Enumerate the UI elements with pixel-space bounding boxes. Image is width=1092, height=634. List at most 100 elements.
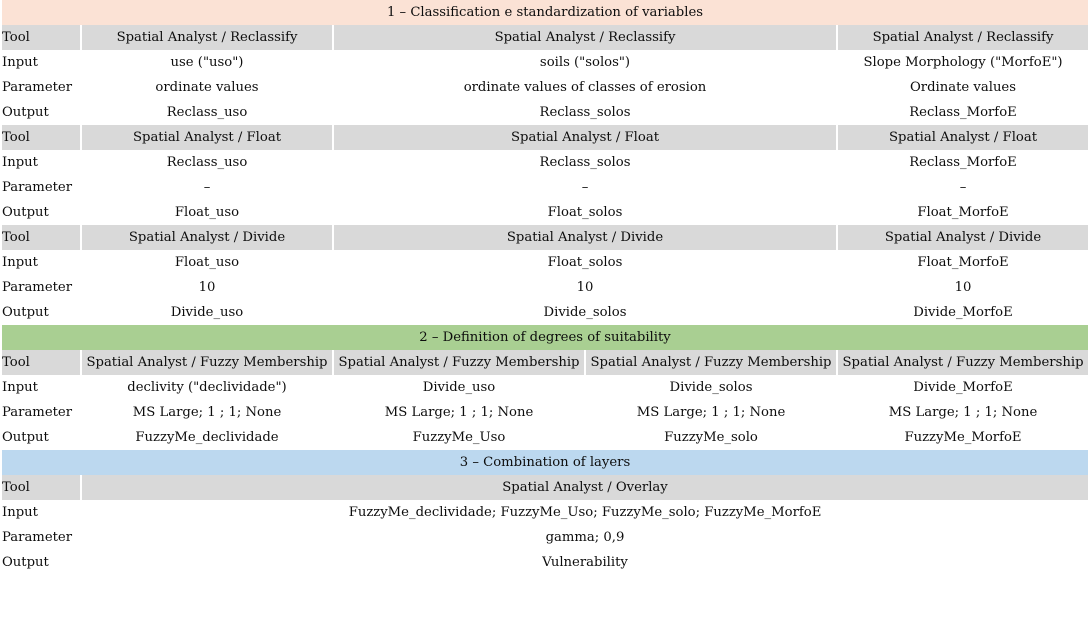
tool-value-3: Spatial Analyst / Reclassify <box>838 25 1089 50</box>
output-value-1: Vulnerability <box>82 550 1089 575</box>
row-label-tool: Tool <box>2 125 80 150</box>
parameter-value-1: MS Large; 1 ; 1; None <box>82 400 332 425</box>
output-value-3: Reclass_MorfoE <box>838 100 1089 125</box>
tool-row: Tool Spatial Analyst / Overlay <box>2 475 1089 500</box>
parameter-value-1: – <box>82 175 332 200</box>
output-value-2: FuzzyMe_Uso <box>334 425 584 450</box>
row-label-tool: Tool <box>2 225 80 250</box>
parameter-value-3: – <box>838 175 1089 200</box>
output-value-2: Divide_solos <box>334 300 836 325</box>
tool-row: Tool Spatial Analyst / Float Spatial Ana… <box>2 125 1089 150</box>
parameter-value-1: gamma; 0,9 <box>82 525 1089 550</box>
parameter-value-2: MS Large; 1 ; 1; None <box>334 400 584 425</box>
parameter-row: Parameter gamma; 0,9 <box>2 525 1089 550</box>
methodology-table: 1 – Classification e standardization of … <box>2 0 1089 575</box>
input-value-2: soils ("solos") <box>334 50 836 75</box>
output-value-1: Reclass_uso <box>82 100 332 125</box>
input-value-3: Reclass_MorfoE <box>838 150 1089 175</box>
parameter-value-4: MS Large; 1 ; 1; None <box>838 400 1089 425</box>
tool-value-3: Spatial Analyst / Float <box>838 125 1089 150</box>
section-banner-row: 2 – Definition of degrees of suitability <box>2 325 1089 350</box>
output-row: Output Divide_uso Divide_solos Divide_Mo… <box>2 300 1089 325</box>
input-row: Input use ("uso") soils ("solos") Slope … <box>2 50 1089 75</box>
row-label-parameter: Parameter <box>2 525 80 550</box>
row-label-input: Input <box>2 375 80 400</box>
tool-row: Tool Spatial Analyst / Reclassify Spatia… <box>2 25 1089 50</box>
output-value-3: Divide_MorfoE <box>838 300 1089 325</box>
input-value-2: Divide_uso <box>334 375 584 400</box>
parameter-row: Parameter ordinate values ordinate value… <box>2 75 1089 100</box>
parameter-row: Parameter MS Large; 1 ; 1; None MS Large… <box>2 400 1089 425</box>
parameter-value-3: Ordinate values <box>838 75 1089 100</box>
input-value-1: Float_uso <box>82 250 332 275</box>
input-value-3: Float_MorfoE <box>838 250 1089 275</box>
tool-value-1: Spatial Analyst / Divide <box>82 225 332 250</box>
row-label-output: Output <box>2 300 80 325</box>
output-value-1: Float_uso <box>82 200 332 225</box>
tool-value-2: Spatial Analyst / Float <box>334 125 836 150</box>
parameter-value-3: MS Large; 1 ; 1; None <box>586 400 836 425</box>
parameter-value-3: 10 <box>838 275 1089 300</box>
row-label-input: Input <box>2 250 80 275</box>
tool-value-1: Spatial Analyst / Reclassify <box>82 25 332 50</box>
input-value-2: Float_solos <box>334 250 836 275</box>
row-label-output: Output <box>2 550 80 575</box>
row-label-parameter: Parameter <box>2 400 80 425</box>
output-value-2: Float_solos <box>334 200 836 225</box>
input-value-3: Divide_solos <box>586 375 836 400</box>
parameter-value-2: 10 <box>334 275 836 300</box>
output-value-2: Reclass_solos <box>334 100 836 125</box>
table-body: 1 – Classification e standardization of … <box>2 0 1089 575</box>
tool-value-1: Spatial Analyst / Overlay <box>82 475 1089 500</box>
section-1-banner: 1 – Classification e standardization of … <box>2 0 1089 25</box>
row-label-output: Output <box>2 425 80 450</box>
tool-value-1: Spatial Analyst / Fuzzy Membership <box>82 350 332 375</box>
input-row: Input FuzzyMe_declividade; FuzzyMe_Uso; … <box>2 500 1089 525</box>
output-value-1: Divide_uso <box>82 300 332 325</box>
row-label-tool: Tool <box>2 350 80 375</box>
input-value-1: use ("uso") <box>82 50 332 75</box>
row-label-output: Output <box>2 100 80 125</box>
parameter-row: Parameter 10 10 10 <box>2 275 1089 300</box>
row-label-tool: Tool <box>2 475 80 500</box>
output-row: Output Reclass_uso Reclass_solos Reclass… <box>2 100 1089 125</box>
section-3-banner: 3 – Combination of layers <box>2 450 1089 475</box>
output-row: Output FuzzyMe_declividade FuzzyMe_Uso F… <box>2 425 1089 450</box>
parameter-value-1: 10 <box>82 275 332 300</box>
row-label-input: Input <box>2 500 80 525</box>
input-value-4: Divide_MorfoE <box>838 375 1089 400</box>
tool-row: Tool Spatial Analyst / Divide Spatial An… <box>2 225 1089 250</box>
section-2-banner: 2 – Definition of degrees of suitability <box>2 325 1089 350</box>
output-value-1: FuzzyMe_declividade <box>82 425 332 450</box>
row-label-input: Input <box>2 150 80 175</box>
tool-row: Tool Spatial Analyst / Fuzzy Membership … <box>2 350 1089 375</box>
parameter-value-1: ordinate values <box>82 75 332 100</box>
tool-value-2: Spatial Analyst / Reclassify <box>334 25 836 50</box>
input-value-3: Slope Morphology ("MorfoE") <box>838 50 1089 75</box>
parameter-row: Parameter – – – <box>2 175 1089 200</box>
tool-value-1: Spatial Analyst / Float <box>82 125 332 150</box>
row-label-parameter: Parameter <box>2 275 80 300</box>
input-row: Input Reclass_uso Reclass_solos Reclass_… <box>2 150 1089 175</box>
output-value-4: FuzzyMe_MorfoE <box>838 425 1089 450</box>
methodology-table-container: 1 – Classification e standardization of … <box>2 0 1089 575</box>
row-label-parameter: Parameter <box>2 75 80 100</box>
input-value-2: Reclass_solos <box>334 150 836 175</box>
output-row: Output Vulnerability <box>2 550 1089 575</box>
tool-value-3: Spatial Analyst / Fuzzy Membership <box>586 350 836 375</box>
row-label-tool: Tool <box>2 25 80 50</box>
parameter-value-2: ordinate values of classes of erosion <box>334 75 836 100</box>
parameter-value-2: – <box>334 175 836 200</box>
tool-value-4: Spatial Analyst / Fuzzy Membership <box>838 350 1089 375</box>
output-row: Output Float_uso Float_solos Float_Morfo… <box>2 200 1089 225</box>
row-label-output: Output <box>2 200 80 225</box>
input-value-1: Reclass_uso <box>82 150 332 175</box>
input-value-1: declivity ("declividade") <box>82 375 332 400</box>
output-value-3: Float_MorfoE <box>838 200 1089 225</box>
tool-value-2: Spatial Analyst / Fuzzy Membership <box>334 350 584 375</box>
tool-value-3: Spatial Analyst / Divide <box>838 225 1089 250</box>
tool-value-2: Spatial Analyst / Divide <box>334 225 836 250</box>
row-label-input: Input <box>2 50 80 75</box>
input-row: Input Float_uso Float_solos Float_MorfoE <box>2 250 1089 275</box>
row-label-parameter: Parameter <box>2 175 80 200</box>
